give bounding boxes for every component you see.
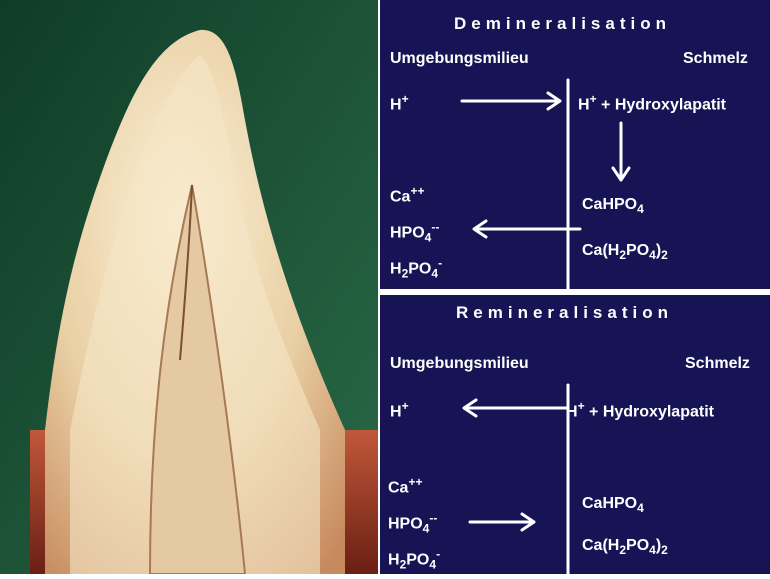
hydrogen-ion-left: H+ [390,92,409,114]
demineralisation-title: Demineralisation [454,14,671,34]
calcium-dihydrogenphosphate: Ca(H2PO4)2 [582,537,668,557]
calcium-ion-left: Ca++ [390,184,424,206]
environment-header: Umgebungsmilieu [390,355,529,373]
reaction-hydrogen-hydroxylapatit: H+ + Hydroxylapatit [566,399,714,421]
demineralisation-panel: Demineralisation Umgebungsmilieu Schmelz… [380,0,770,289]
hydrogenphosphate-ion-left: HPO4-- [390,220,439,245]
dihydrogenphosphate-ion-left: H2PO4- [388,547,440,572]
hydrogenphosphate-ion-left: HPO4-- [388,511,437,536]
calcium-dihydrogenphosphate: Ca(H2PO4)2 [582,242,668,262]
dihydrogenphosphate-ion-left: H2PO4- [390,256,442,281]
calcium-hydrogenphosphate: CaHPO4 [582,495,644,515]
enamel-header: Schmelz [683,50,748,68]
environment-header: Umgebungsmilieu [390,50,529,68]
remineralisation-title: Remineralisation [456,303,673,323]
reaction-hydrogen-hydroxylapatit: H+ + Hydroxylapatit [578,92,726,114]
enamel-header: Schmelz [685,355,750,373]
tooth-section-photo [0,0,378,574]
remineralisation-panel: Remineralisation Umgebungsmilieu Schmelz… [380,295,770,574]
hydrogen-ion-left: H+ [390,399,409,421]
calcium-ion-left: Ca++ [388,475,422,497]
calcium-hydrogenphosphate: CaHPO4 [582,196,644,216]
tooth-illustration [0,0,378,574]
